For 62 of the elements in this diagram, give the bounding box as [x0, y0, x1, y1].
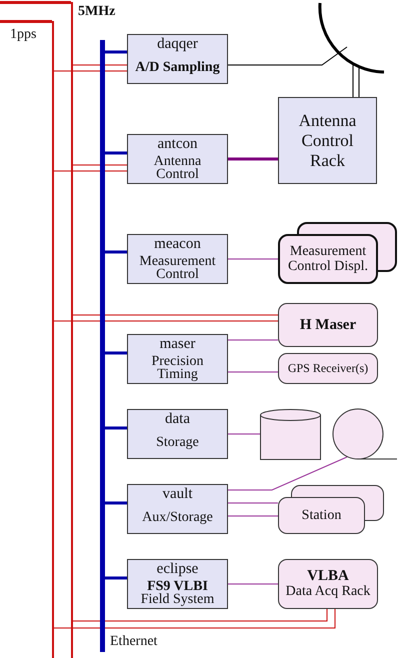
computer-box	[127, 34, 228, 84]
signal-label: 5MHz	[78, 4, 116, 19]
connector-line	[105, 502, 127, 504]
device-box	[278, 303, 378, 347]
connector-line	[54, 70, 128, 72]
connector-line	[54, 320, 278, 322]
computer-box	[127, 559, 228, 609]
antenna-dish	[317, 0, 387, 75]
connector-line	[72, 64, 128, 66]
device-label: Station	[302, 508, 342, 523]
connector-line	[228, 258, 278, 260]
device-box	[278, 353, 378, 384]
function-label: FS9 VLBI Field System	[140, 580, 214, 606]
connector-line	[54, 170, 128, 172]
connector-line	[105, 50, 127, 54]
computer-box	[127, 234, 228, 284]
device-box	[278, 559, 378, 609]
connector-line	[105, 576, 127, 580]
box-label: Antenna Control Rack	[298, 110, 358, 170]
connector-line	[105, 352, 127, 354]
function-label: Precision Timing	[150, 354, 205, 380]
circle-symbol	[332, 408, 398, 460]
connector-line	[72, 608, 328, 622]
device-box	[278, 497, 365, 534]
device-label: VLBA	[307, 569, 349, 584]
device-box	[278, 234, 378, 284]
connector-line	[105, 152, 127, 154]
connector-line	[105, 426, 127, 430]
signal-label: 1pps	[10, 27, 36, 42]
function-label: Measurement Control	[138, 254, 217, 280]
connector-line	[352, 64, 360, 98]
computer-box	[127, 134, 228, 184]
connector-line	[72, 164, 128, 166]
connector-line	[105, 250, 127, 254]
connector-line	[0, 20, 52, 23]
host-name: maser	[160, 336, 196, 352]
storage-cylinder	[260, 409, 321, 460]
device-label: GPS Receiver(s)	[288, 361, 368, 376]
connector-line	[0, 1, 71, 4]
connector-line	[72, 314, 278, 316]
connector-line	[228, 502, 278, 504]
host-name: antcon	[158, 136, 198, 152]
computer-box	[127, 334, 228, 384]
function-label: Aux/Storage	[142, 511, 213, 524]
host-name: data	[165, 411, 190, 427]
bus-label: Ethernet	[110, 634, 158, 649]
host-name: vault	[162, 486, 192, 502]
connector-line	[228, 158, 278, 160]
computer-box	[127, 409, 228, 459]
host-name: eclipse	[156, 561, 198, 577]
rack-box	[278, 97, 377, 184]
function-label: Storage	[156, 436, 199, 449]
function-label: A/D Sampling	[135, 61, 220, 74]
device-label: H Maser	[300, 318, 356, 332]
connector-line	[228, 64, 318, 66]
computer-box	[127, 484, 228, 534]
host-name: meacon	[154, 236, 201, 252]
device-label: Data Acq Rack	[286, 584, 370, 599]
host-name: daqqer	[157, 36, 198, 52]
connector-line	[54, 608, 336, 628]
function-label: Antenna Control	[152, 154, 202, 180]
device-label: Measurement Control Displ.	[286, 244, 370, 274]
